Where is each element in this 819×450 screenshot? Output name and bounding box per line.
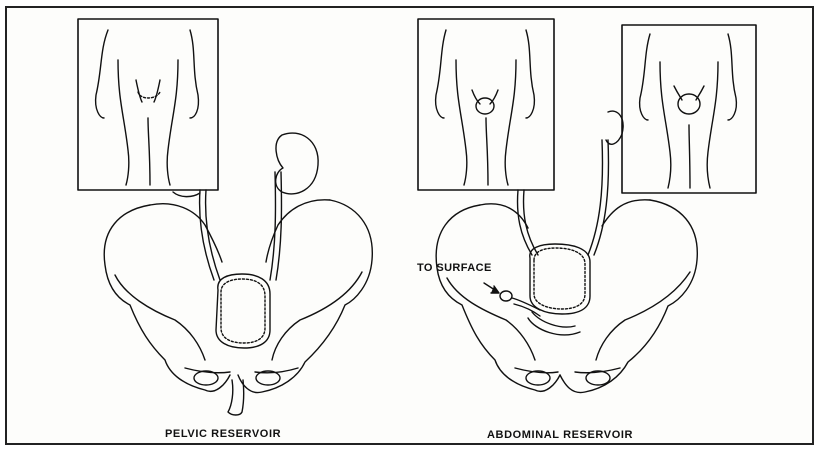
- abdominal-inset-figure-2: [640, 34, 737, 188]
- abdominal-reservoir-caption: ABDOMINAL RESERVOIR: [487, 429, 633, 441]
- pelvic-reservoir-illustration: [78, 19, 372, 415]
- kidney-abdominal: [606, 111, 623, 144]
- to-surface-label: TO SURFACE: [417, 262, 492, 274]
- stoma: [500, 291, 512, 301]
- pelvis-left: [104, 205, 230, 391]
- pelvis-left-abdominal: [436, 205, 560, 391]
- pelvic-inset-figure: [96, 30, 199, 185]
- pelvic-inset-box: [78, 19, 218, 190]
- kidney: [276, 133, 318, 194]
- abdominal-inset-figure-1: [436, 30, 535, 185]
- pelvic-reservoir-caption: PELVIC RESERVOIR: [165, 428, 281, 440]
- abdominal-reservoir-illustration: [418, 19, 756, 393]
- pelvis-right-abdominal: [560, 200, 697, 393]
- pelvis-right: [238, 200, 372, 393]
